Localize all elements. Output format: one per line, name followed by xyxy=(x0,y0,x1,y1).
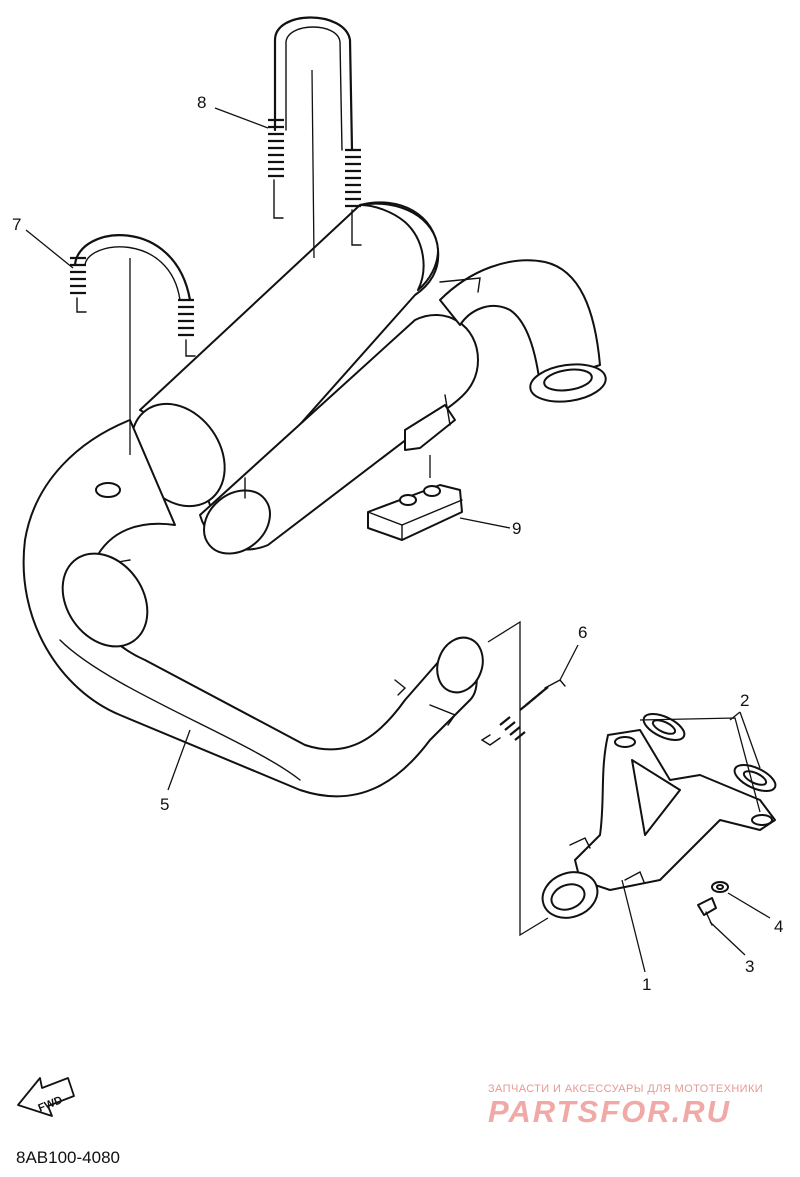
assembly-lines xyxy=(487,620,761,937)
callout-6: 6 xyxy=(578,623,587,642)
callout-9: 9 xyxy=(512,519,521,538)
part-3-bolt xyxy=(697,897,717,926)
callout-labels: 8 7 9 6 2 5 4 3 1 xyxy=(12,93,783,994)
callout-5: 5 xyxy=(160,795,169,814)
part-7-lower-hanger-spring xyxy=(70,234,196,455)
part-8-upper-hanger-spring xyxy=(268,16,362,259)
callout-8: 8 xyxy=(197,93,206,112)
drawing-number: 8AB100-4080 xyxy=(16,1148,120,1167)
part-2-gaskets xyxy=(642,713,777,792)
part-6-joint-spring xyxy=(480,679,566,746)
callout-4: 4 xyxy=(774,917,783,936)
leader-lines xyxy=(25,107,771,973)
watermark-tagline: ЗАПЧАСТИ И АКСЕССУАРЫ ДЛЯ МОТОТЕХНИКИ xyxy=(488,1083,764,1095)
resonator-canister xyxy=(199,259,607,555)
part-4-washer xyxy=(711,881,729,893)
callout-7: 7 xyxy=(12,215,21,234)
part-1-exhaust-manifold xyxy=(541,729,776,919)
part-5-exhaust-pipe xyxy=(22,201,484,798)
callout-3: 3 xyxy=(745,957,754,976)
watermark-logo: PARTSFOR.RU xyxy=(488,1094,732,1129)
callout-2: 2 xyxy=(740,691,749,710)
part-9-damper-block xyxy=(367,455,463,541)
callout-1: 1 xyxy=(642,975,651,994)
fwd-arrow-icon: FWD xyxy=(17,1077,75,1117)
